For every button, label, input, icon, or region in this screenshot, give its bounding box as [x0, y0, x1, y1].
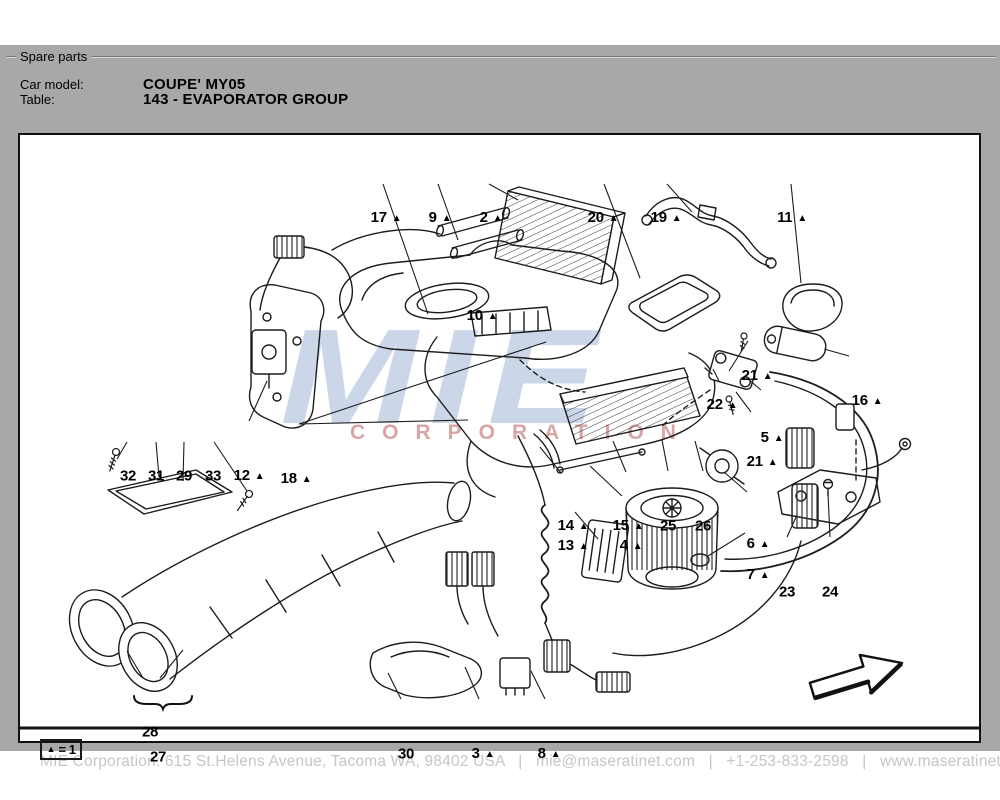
brace-27 [133, 695, 193, 713]
legend-box: ▲ = 1 [40, 739, 82, 760]
car-model-label: Car model: [20, 77, 84, 92]
triangle-icon: ▲ [46, 744, 56, 754]
direction-arrow-icon [808, 653, 904, 701]
table-label: Table: [20, 92, 55, 107]
diagram-frame: MIE CORPORATION [18, 133, 981, 743]
table-value: 143 - EVAPORATOR GROUP [143, 91, 349, 108]
watermark-mie: MIE [280, 301, 610, 452]
groupbox-border [6, 56, 996, 58]
groupbox-label: Spare parts [16, 49, 92, 64]
footer-contact-info: MIE Corporation: 615 St.Helens Avenue, T… [40, 753, 1000, 770]
legend-equals-text: = 1 [58, 742, 76, 757]
car-model-value: COUPE' MY05 [143, 76, 246, 93]
spare-parts-panel: Spare parts Car model: Table: COUPE' MY0… [0, 45, 1000, 770]
evaporator-diagram-drawing [20, 183, 979, 730]
